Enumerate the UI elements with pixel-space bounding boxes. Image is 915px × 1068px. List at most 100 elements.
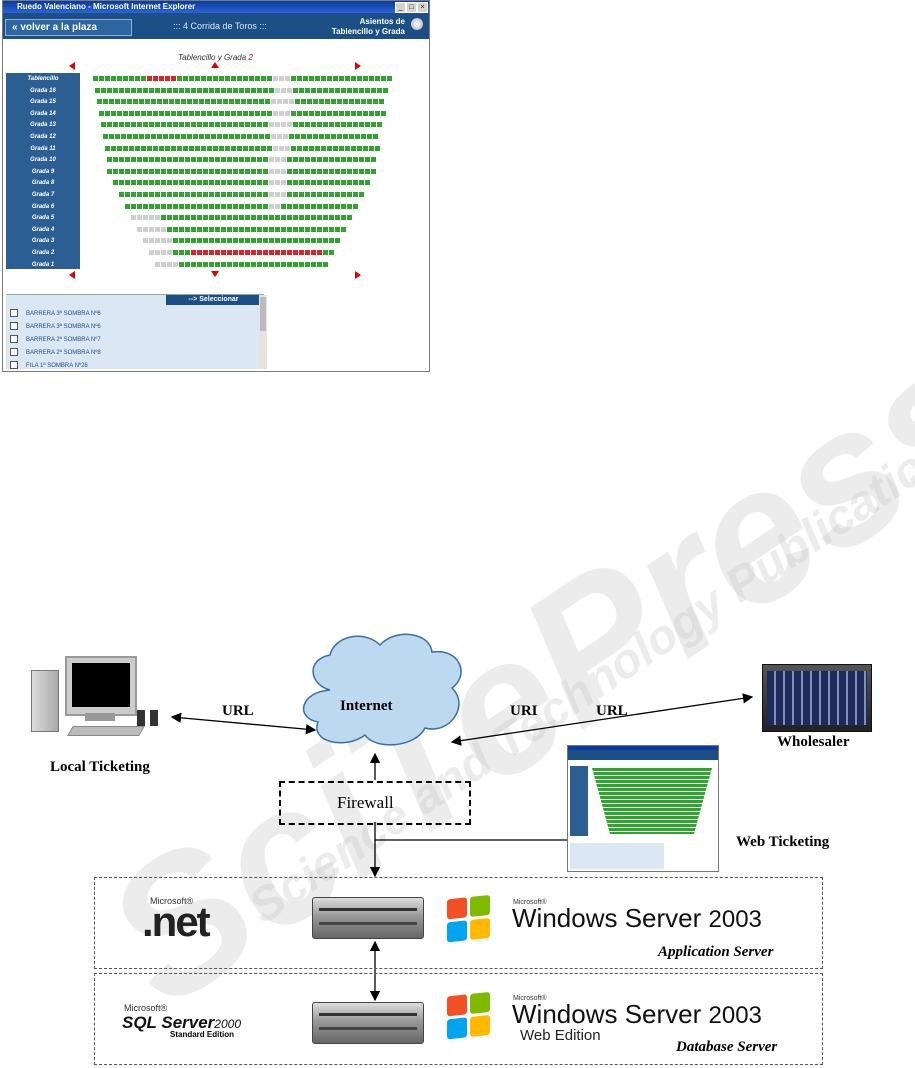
seat[interactable] [369,76,374,81]
seat[interactable] [163,99,168,105]
seat[interactable] [335,180,340,186]
seat[interactable] [257,226,262,232]
seat[interactable] [287,180,292,186]
seat[interactable] [257,203,262,209]
seat[interactable] [293,168,298,174]
seat[interactable] [179,122,184,128]
seat[interactable] [243,76,248,81]
seat[interactable] [117,76,122,81]
seat[interactable] [159,76,164,81]
seat[interactable] [349,99,354,105]
seat[interactable] [135,145,140,151]
seat[interactable] [259,99,264,105]
seat[interactable] [293,87,298,93]
seat[interactable] [115,134,120,139]
seat[interactable] [299,157,304,163]
seat[interactable] [219,110,224,116]
seat[interactable] [209,192,214,197]
seat[interactable] [381,110,386,116]
seat[interactable] [179,192,184,197]
seat[interactable] [323,87,328,93]
seat[interactable] [197,192,202,197]
seat[interactable] [321,76,326,81]
seat[interactable] [329,238,334,244]
seat[interactable] [191,238,196,244]
seat[interactable] [281,122,286,128]
seat-row[interactable] [101,122,382,128]
seat[interactable] [317,215,322,221]
seat[interactable] [233,180,238,186]
seat[interactable] [125,168,130,174]
seat[interactable] [185,261,190,267]
seat[interactable] [375,76,380,81]
seat[interactable] [263,215,268,221]
seat[interactable] [183,145,188,151]
seat[interactable] [335,215,340,221]
seat[interactable] [113,180,118,186]
seat[interactable] [177,110,182,116]
seat[interactable] [313,99,318,105]
seat[interactable] [155,215,160,221]
seat[interactable] [287,261,292,267]
seat[interactable] [323,168,328,174]
seat[interactable] [191,192,196,197]
seat[interactable] [373,134,378,139]
seat[interactable] [139,134,144,139]
seat[interactable] [265,134,270,139]
seat[interactable] [179,203,184,209]
seat[interactable] [287,168,292,174]
seat[interactable] [313,134,318,139]
seat[interactable] [377,122,382,128]
seat[interactable] [221,238,226,244]
seat[interactable] [317,87,322,93]
seat[interactable] [161,215,166,221]
seat[interactable] [149,122,154,128]
seat[interactable] [329,122,334,128]
seat[interactable] [151,134,156,139]
seat[interactable] [177,76,182,81]
seat[interactable] [317,226,322,232]
seat[interactable] [221,192,226,197]
seat[interactable] [185,192,190,197]
seat[interactable] [337,134,342,139]
seat[interactable] [285,110,290,116]
seat[interactable] [257,157,262,163]
seat[interactable] [95,87,100,93]
seat[interactable] [335,157,340,163]
seat[interactable] [143,238,148,244]
seat[interactable] [249,110,254,116]
seat[interactable] [275,168,280,174]
seat[interactable] [235,99,240,105]
seat[interactable] [197,203,202,209]
seat[interactable] [185,203,190,209]
seat[interactable] [347,192,352,197]
seat[interactable] [263,192,268,197]
seat[interactable] [233,87,238,93]
seat[interactable] [281,157,286,163]
seat[interactable] [147,110,152,116]
seat[interactable] [341,203,346,209]
seat[interactable] [135,76,140,81]
seat[interactable] [261,110,266,116]
seat[interactable] [281,192,286,197]
list-scrollbar[interactable] [259,295,267,369]
seat[interactable] [227,261,232,267]
seat[interactable] [149,192,154,197]
seat[interactable] [155,168,160,174]
seat[interactable] [145,134,150,139]
seat[interactable] [275,250,280,255]
seat[interactable] [197,157,202,163]
seat[interactable] [203,261,208,267]
seat[interactable] [161,250,166,255]
seat[interactable] [269,250,274,255]
seat[interactable] [105,110,110,116]
seat[interactable] [271,99,276,105]
seat[interactable] [179,226,184,232]
seat[interactable] [237,76,242,81]
seat[interactable] [155,226,160,232]
seat[interactable] [161,157,166,163]
seat[interactable] [305,261,310,267]
seat[interactable] [221,157,226,163]
seat[interactable] [239,87,244,93]
seat[interactable] [147,76,152,81]
